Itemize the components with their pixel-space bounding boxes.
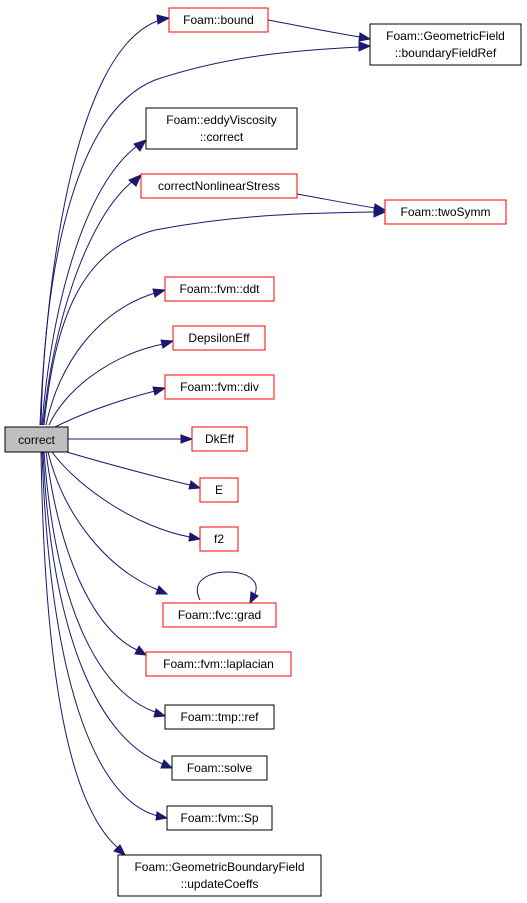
edge-correct-e <box>59 449 202 490</box>
edge-correct-twosymm <box>43 207 387 426</box>
node-fvm-ddt-label: Foam::fvm::ddt <box>179 282 260 296</box>
edge-correct-boundaryfieldref <box>40 41 372 426</box>
node-update-coeffs[interactable]: Foam::GeometricBoundaryField ::updateCoe… <box>117 854 322 897</box>
node-fvm-laplacian-label: Foam::fvm::laplacian <box>163 657 274 671</box>
node-correct-nonlinear-stress[interactable]: correctNonlinearStress <box>140 173 298 199</box>
node-eddy-viscosity-line2: ::correct <box>200 130 244 144</box>
node-depsilon-eff[interactable]: DepsilonEff <box>172 325 266 351</box>
node-fvm-div[interactable]: Foam::fvm::div <box>164 374 275 400</box>
edge-correct-depsiloneff <box>48 339 175 426</box>
edge-correct-dkeff <box>68 434 194 444</box>
node-update-coeffs-line2: ::updateCoeffs <box>181 877 259 891</box>
node-e-label: E <box>215 483 223 497</box>
edge-correct-eddyviscosity <box>41 139 148 426</box>
node-fvc-grad[interactable]: Foam::fvc::grad <box>162 602 277 628</box>
node-fvc-grad-label: Foam::fvc::grad <box>178 608 261 622</box>
edges <box>39 14 387 856</box>
node-depsilon-eff-label: DepsilonEff <box>188 331 250 345</box>
node-dk-eff[interactable]: DkEff <box>191 426 248 452</box>
node-correct-nonlinear-stress-label: correctNonlinearStress <box>158 179 280 193</box>
node-boundary-field-ref-line1: Foam::GeometricField <box>386 29 505 43</box>
node-dk-eff-label: DkEff <box>205 432 235 446</box>
edge-correct-f2 <box>51 451 202 542</box>
node-correct[interactable]: correct <box>4 426 69 453</box>
edge-correct-ddt <box>45 288 167 426</box>
node-boundary-field-ref-line2: ::boundaryFieldRef <box>395 46 497 60</box>
node-solve[interactable]: Foam::solve <box>171 755 268 781</box>
node-fvm-div-label: Foam::fvm::div <box>180 380 259 394</box>
node-bound[interactable]: Foam::bound <box>168 7 269 33</box>
edge-grad-grad <box>197 571 259 605</box>
node-f2-label: f2 <box>214 532 224 546</box>
edge-correct-div <box>54 386 167 428</box>
node-fvm-sp[interactable]: Foam::fvm::Sp <box>166 805 273 831</box>
edge-correct-correctnonlinearstress <box>42 174 142 426</box>
edge-correct-updatecoeffs <box>40 451 127 856</box>
edge-correct-sp <box>41 451 169 821</box>
node-correct-label: correct <box>18 433 55 447</box>
node-tmp-ref-label: Foam::tmp::ref <box>180 710 259 724</box>
node-bound-label: Foam::bound <box>183 13 254 27</box>
edge-correctnonlinearstress-twosymm <box>296 193 387 213</box>
node-boundary-field-ref[interactable]: Foam::GeometricField ::boundaryFieldRef <box>369 23 522 66</box>
node-two-symm[interactable]: Foam::twoSymm <box>384 199 507 225</box>
nodes: correct Foam::bound Foam::GeometricField… <box>4 7 522 897</box>
node-fvm-sp-label: Foam::fvm::Sp <box>180 811 258 825</box>
node-solve-label: Foam::solve <box>187 761 253 775</box>
node-e[interactable]: E <box>199 477 239 503</box>
node-eddy-viscosity-correct[interactable]: Foam::eddyViscosity ::correct <box>145 107 298 150</box>
edge-bound-boundaryfieldref <box>267 19 372 42</box>
edge-correct-laplacian <box>45 451 148 656</box>
node-fvm-ddt[interactable]: Foam::fvm::ddt <box>164 276 275 302</box>
node-two-symm-label: Foam::twoSymm <box>400 205 490 219</box>
edge-correct-grad <box>47 451 169 595</box>
node-f2[interactable]: f2 <box>199 526 239 552</box>
node-update-coeffs-line1: Foam::GeometricBoundaryField <box>134 860 304 874</box>
node-eddy-viscosity-line1: Foam::eddyViscosity <box>166 113 277 127</box>
node-tmp-ref[interactable]: Foam::tmp::ref <box>164 704 275 730</box>
edge-correct-solve <box>42 451 174 769</box>
node-fvm-laplacian[interactable]: Foam::fvm::laplacian <box>145 651 292 677</box>
edge-correct-bound <box>39 14 171 426</box>
edge-correct-tmpref <box>43 451 167 718</box>
